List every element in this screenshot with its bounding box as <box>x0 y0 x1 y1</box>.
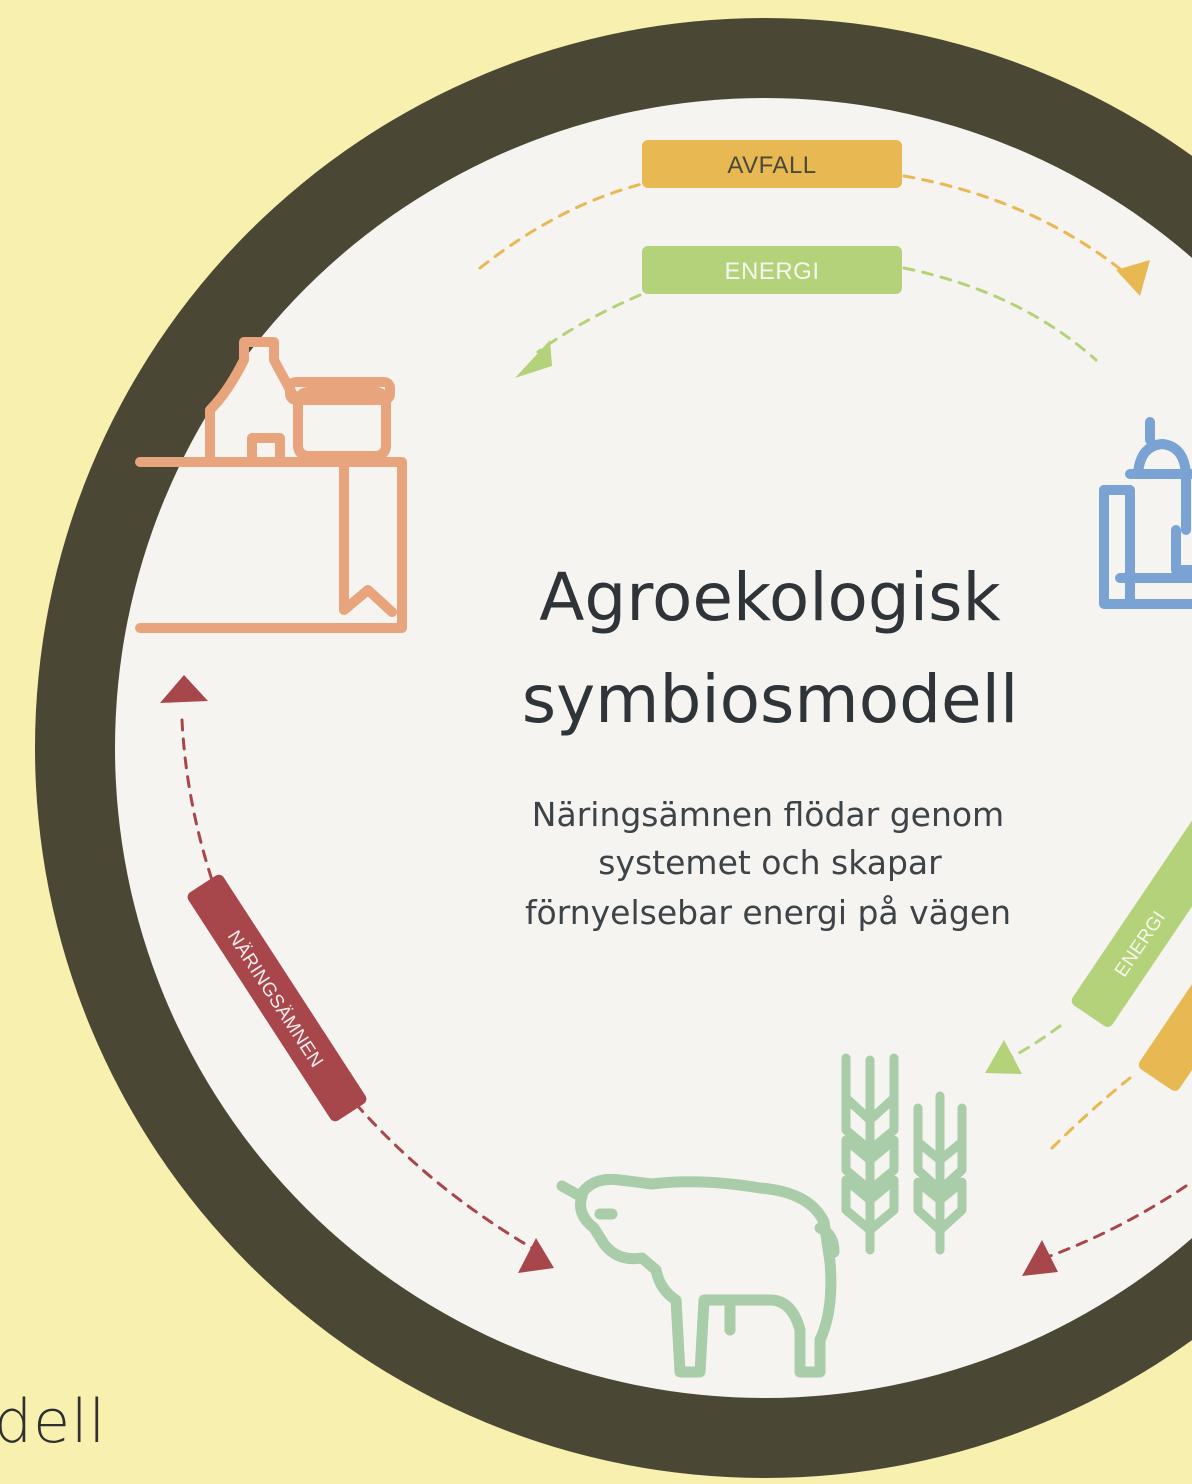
diagram-subtitle-line-2: systemet och skapar <box>598 843 942 882</box>
wheat-icon <box>841 1053 967 1255</box>
diagram-title-line-1: Agroekologisk <box>539 559 1001 636</box>
waste-flow-left <box>478 182 644 270</box>
energy-arrowhead <box>515 340 552 378</box>
energy-flow-right <box>902 266 1098 362</box>
nutrients-arrowhead-bottom <box>1022 1240 1058 1276</box>
energy-label-text: ENERGI <box>724 258 819 285</box>
diagram-subtitle-line-1: Näringsämnen flödar genom <box>532 795 1004 834</box>
waste-label-top: AVFALL <box>642 140 902 188</box>
nutrients-flow-down <box>354 1102 534 1250</box>
energy-arrowhead-bottom <box>985 1040 1022 1074</box>
waste-flow-right <box>902 174 1138 284</box>
nutrients-flow-bottom <box>1048 1184 1188 1258</box>
diagram-subtitle-line-3: förnyelsebar energi på vägen <box>525 893 1011 932</box>
nutrients-flow-up <box>180 718 214 882</box>
waste-label-text: AVFALL <box>727 152 816 179</box>
energy-label-top: ENERGI <box>642 246 902 294</box>
cow-icon <box>556 1173 840 1378</box>
diagram-title-line-2: symbiosmodell <box>522 661 1019 738</box>
waste-arrowhead <box>1116 260 1150 296</box>
grocery-bag-icon <box>135 337 407 633</box>
nutrients-arrowhead-down <box>518 1238 554 1273</box>
cropped-page-heading: dell <box>0 1387 107 1457</box>
nutrients-arrowhead-up <box>160 675 208 703</box>
waste-label-bottom <box>1138 886 1192 1091</box>
factory-icon <box>1099 417 1192 609</box>
waste-flow-bottom <box>1046 1076 1132 1154</box>
